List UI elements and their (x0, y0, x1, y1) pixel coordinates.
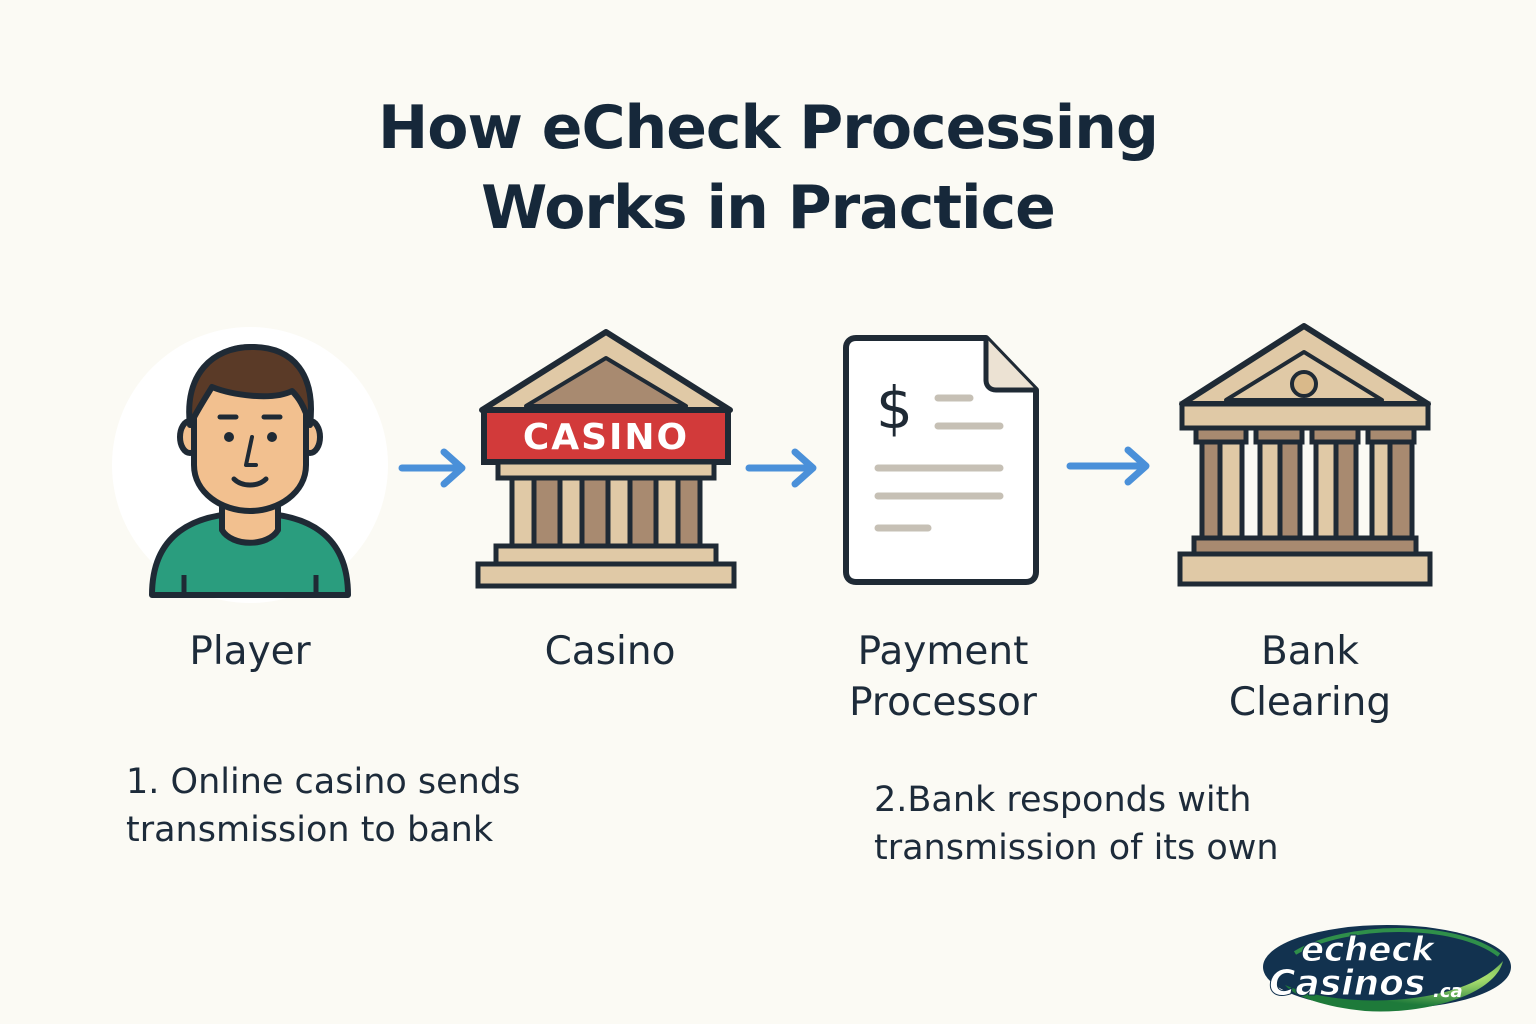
step-note-line: transmission of its own (874, 828, 1279, 868)
stage-label-casino: Casino (490, 626, 730, 677)
bank-building-icon (1177, 323, 1433, 587)
stage-label-line: Casino (544, 629, 676, 674)
stage-label-line: Processor (849, 680, 1037, 725)
arrow-right-icon (745, 448, 817, 488)
stage-label-line: Bank (1261, 629, 1359, 674)
stage-label-line: Clearing (1228, 680, 1392, 725)
page-title: How eCheck Processing Works in Practice (0, 88, 1536, 248)
logo-suffix: .ca (1433, 981, 1463, 1002)
document-dollar-icon: $ (843, 335, 1039, 585)
step-note-line: 1. Online casino sends (126, 762, 521, 802)
stage-label-line: Payment (857, 629, 1029, 674)
echeckcasinos-logo: echeck Casinos .ca (1263, 925, 1511, 1012)
step-note-1: 1. Online casino sends transmission to b… (126, 758, 520, 854)
arrow-right-icon (1066, 446, 1150, 486)
stage-label-player: Player (130, 626, 370, 677)
title-line-2: Works in Practice (481, 173, 1056, 243)
person-icon (112, 327, 388, 603)
stage-label-bank-clearing: Bank Clearing (1180, 626, 1440, 728)
title-line-1: How eCheck Processing (378, 93, 1159, 163)
step-note-line: 2.Bank responds with (874, 780, 1252, 820)
stage-label-line: Player (189, 629, 311, 674)
logo-line-2: Casinos (1269, 963, 1425, 1004)
step-note-line: transmission to bank (126, 810, 494, 850)
dollar-sign: $ (876, 374, 913, 442)
casino-sign-text: CASINO (523, 417, 689, 458)
step-note-2: 2.Bank responds with transmission of its… (874, 776, 1279, 872)
logo-line-1: echeck (1301, 930, 1437, 970)
stage-label-payment-processor: Payment Processor (800, 626, 1086, 728)
arrow-right-icon (398, 448, 466, 488)
casino-building-icon: CASINO (475, 329, 737, 589)
